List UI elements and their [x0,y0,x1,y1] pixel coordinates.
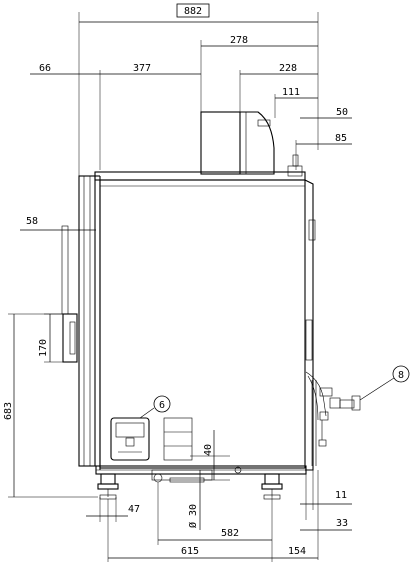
dimension-582: 582 [157,497,273,545]
dimension-66-377: 66 377 [30,63,201,170]
dimension-11: 11 [300,470,352,520]
dimension-label-85: 85 [335,133,347,144]
appliance-body [78,171,316,475]
dimension-58: 58 [20,216,96,231]
dimension-diameter-30: Ø 30 [157,470,201,530]
callout-8: 8 [359,365,410,401]
dimension-label-170: 170 [38,339,49,357]
adjustable-foot-left [97,473,119,500]
water-connection [305,371,361,466]
dimension-615-154: 615 154 [107,499,318,562]
dimension-47: 47 [86,497,140,522]
dimension-228: 228 [239,63,318,112]
control-panel [110,417,193,461]
dimension-label-582: 582 [221,528,239,539]
dimension-label-111: 111 [282,87,300,98]
dimension-40: 40 [190,430,230,481]
dimension-label-154: 154 [288,546,306,557]
callout-label-6: 6 [159,400,165,411]
dimension-50: 50 [300,107,352,119]
top-hood [200,111,303,177]
dimension-label-40: 40 [203,444,214,456]
callout-6: 6 [139,395,171,419]
dimension-label-683: 683 [3,402,14,420]
dimension-label-50: 50 [336,107,348,118]
dimension-label-615: 615 [181,546,199,557]
dimension-label-58: 58 [26,216,38,227]
dimension-label-d30: Ø 30 [187,504,199,528]
dimension-label-11: 11 [335,490,347,501]
callout-label-8: 8 [398,370,404,381]
dimension-683: 683 [3,313,98,498]
door-handle [61,225,78,363]
dimension-label-278: 278 [230,35,248,46]
dimension-label-47: 47 [128,504,140,515]
dimension-111: 111 [274,87,318,118]
dimension-882: 882 [78,3,319,176]
dimension-85: 85 [295,133,352,170]
dimension-170: 170 [38,313,63,363]
dimension-278: 278 [200,35,318,112]
dimension-label-228: 228 [279,63,297,74]
dimension-label-66: 66 [39,63,51,74]
dimension-33: 33 [300,470,352,560]
adjustable-foot-right [261,473,283,500]
dimension-label-882: 882 [184,6,202,17]
dimension-label-377: 377 [133,63,151,74]
dimension-label-33: 33 [336,518,348,529]
